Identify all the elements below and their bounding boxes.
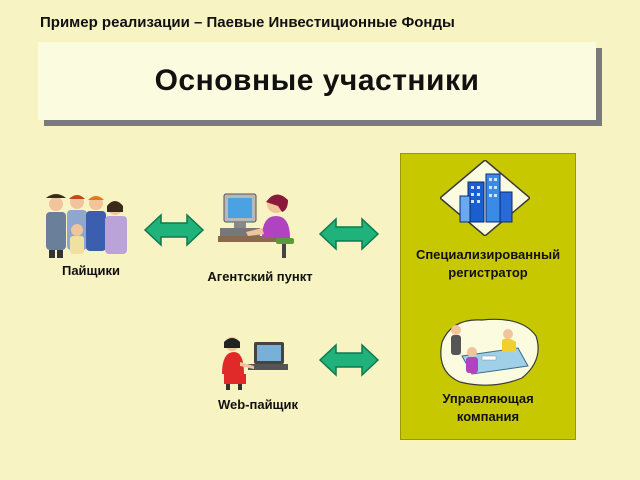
company-label-line2: компания <box>456 409 520 424</box>
double-arrow-icon <box>143 212 205 248</box>
agent-label: Агентский пункт <box>207 269 313 284</box>
registrar-label: Специализированный регистратор <box>404 246 572 282</box>
investors-label: Пайщики <box>61 263 121 278</box>
registrar-label-line2: регистратор <box>448 265 528 280</box>
double-arrow-icon <box>318 216 380 252</box>
double-arrow-icon <box>318 342 380 378</box>
office-building-icon <box>440 160 530 236</box>
computer-operator-icon <box>218 188 298 260</box>
people-group-icon <box>40 190 132 260</box>
web-investor-label: Web-пайщик <box>217 397 299 412</box>
company-label: Управляющая компания <box>404 390 572 426</box>
company-label-line1: Управляющая <box>442 391 534 406</box>
slide-subtitle: Пример реализации – Паевые Инвестиционны… <box>40 14 455 31</box>
title-box: Основные участники <box>38 42 596 120</box>
meeting-icon <box>432 312 544 388</box>
slide-title: Основные участники <box>154 64 480 97</box>
laptop-user-icon <box>218 334 290 390</box>
registrar-label-line1: Специализированный <box>415 247 561 262</box>
